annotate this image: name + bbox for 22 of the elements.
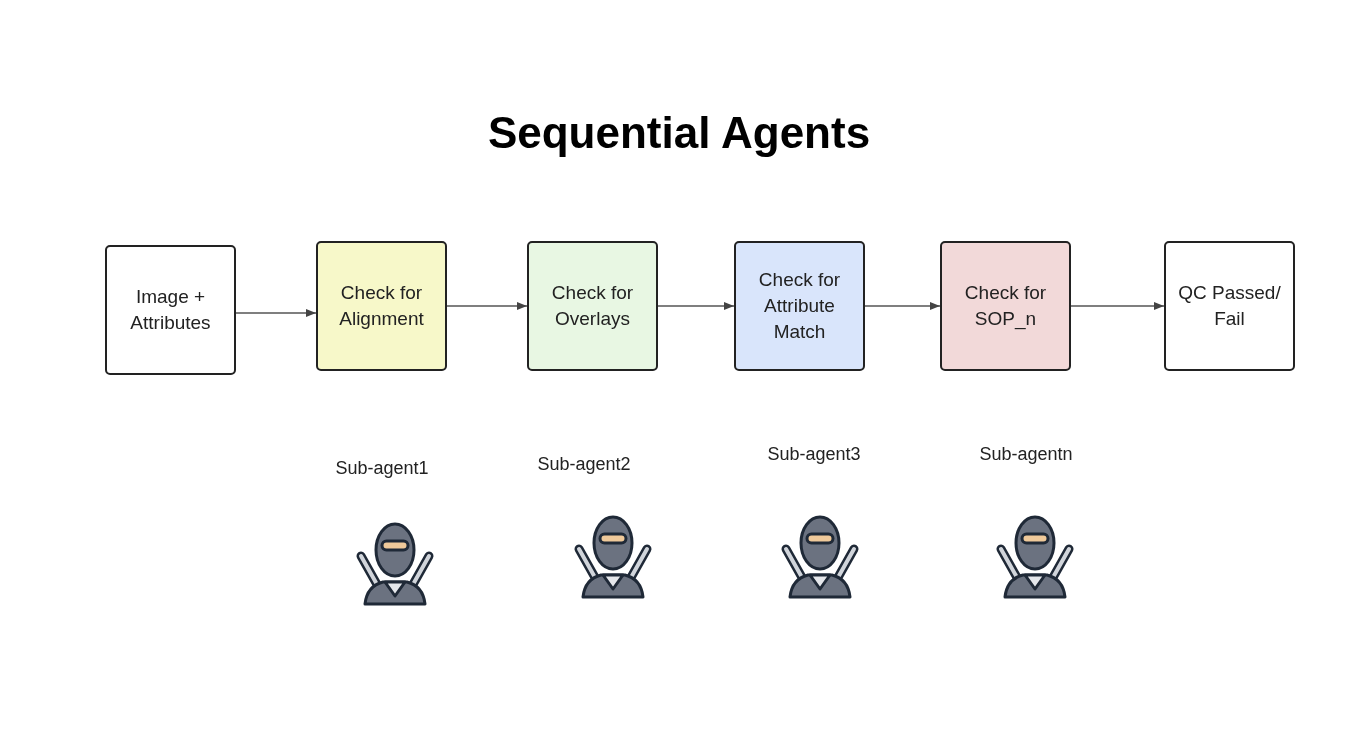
agent-label: Sub-agent1 [335, 457, 429, 480]
process-box [1164, 241, 1295, 371]
arrow [446, 301, 528, 311]
arrow [235, 308, 317, 318]
box-label: Check for Overlays [550, 281, 635, 331]
agent-label: Sub-agent2 [537, 453, 631, 476]
process-box [940, 241, 1071, 371]
box-label: Check for Alignment [338, 281, 425, 331]
box-label: Image + Attributes [129, 285, 212, 335]
box-label: QC Passed/ Fail [1177, 281, 1282, 331]
process-box [105, 245, 236, 375]
arrow [657, 301, 735, 311]
process-box [527, 241, 658, 371]
agent-label: Sub-agentn [979, 443, 1073, 466]
box-label: Check for Attribute Match [757, 268, 842, 344]
process-box [316, 241, 447, 371]
agent-label: Sub-agent3 [767, 443, 861, 466]
process-box [734, 241, 865, 371]
arrow [1070, 301, 1165, 311]
diagram-title: Sequential Agents [486, 107, 872, 159]
arrow [864, 301, 941, 311]
box-label: Check for SOP_n [963, 281, 1048, 332]
